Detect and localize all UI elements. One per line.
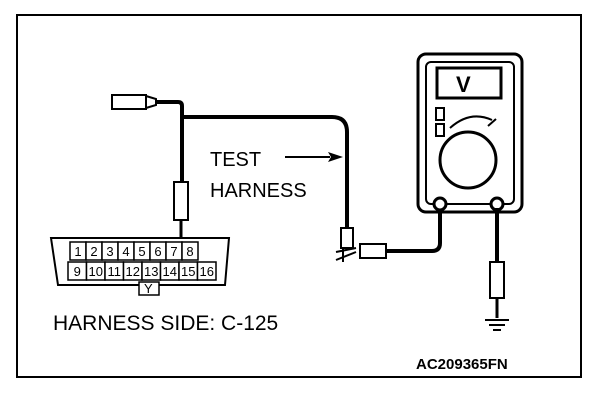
test-harness <box>111 94 442 262</box>
harness-wire-to-meter <box>182 115 349 228</box>
meter-lead-wire <box>386 208 442 253</box>
ground-lead-probe <box>489 261 505 299</box>
meter-dial <box>438 130 498 190</box>
connector-pin-label: 12 <box>126 264 140 279</box>
meter-lead-probe <box>340 227 354 249</box>
meter-scale-tick <box>487 118 497 127</box>
ground-symbol-icon <box>485 319 509 331</box>
meter-scale-arc <box>449 115 493 129</box>
connector-bottom-row: 9 10 11 12 13 14 15 16 <box>67 261 217 281</box>
multimeter: V <box>416 52 524 214</box>
connector-pin-label: 9 <box>74 264 81 279</box>
connector-pin-label: 2 <box>90 244 97 259</box>
meter-switch-bottom <box>435 123 445 137</box>
connector-pin-label: 16 <box>200 264 214 279</box>
test-harness-label-line2: HARNESS <box>210 180 307 202</box>
connector-pin-label: 11 <box>108 264 122 279</box>
connector-probe <box>173 181 189 221</box>
harness-end-plug <box>111 94 147 110</box>
connector-pin-label: 5 <box>138 244 145 259</box>
connector-pin-cell <box>181 241 199 261</box>
connector-pin-label: 4 <box>122 244 129 259</box>
connector-pin-label: 15 <box>181 264 195 279</box>
connector-pin-label: 6 <box>154 244 161 259</box>
meter-lead-clip <box>335 247 357 262</box>
harness-wire <box>156 100 184 182</box>
connector-pin-label: 3 <box>106 244 113 259</box>
connector-pin-cell <box>196 261 217 281</box>
test-harness-label-line1: TEST <box>210 149 261 171</box>
meter-inner-panel <box>425 61 515 205</box>
connector-pin-label: 14 <box>163 264 177 279</box>
meter-mode-symbol: V <box>456 72 471 97</box>
figure-code: AC209365FN <box>416 356 508 373</box>
meter-switch-top <box>435 107 445 121</box>
meter-display <box>435 66 503 100</box>
connector-key-box <box>138 281 160 296</box>
harness-side-label: HARNESS SIDE: C-125 <box>53 312 278 335</box>
connector-pin-label: 8 <box>186 244 193 259</box>
connector-pin-label: 1 <box>74 244 81 259</box>
connector-pin-label: 7 <box>170 244 177 259</box>
connector-key-label: Y <box>144 281 153 296</box>
harness-pointer-arrow <box>285 152 343 162</box>
meter-jack-com <box>432 196 448 212</box>
connector-pin-label: 13 <box>144 264 158 279</box>
meter-lead-plug <box>359 243 387 259</box>
harness-plug-taper <box>145 94 157 110</box>
connector-pin-label: 10 <box>89 264 103 279</box>
ground-lead <box>485 208 509 331</box>
